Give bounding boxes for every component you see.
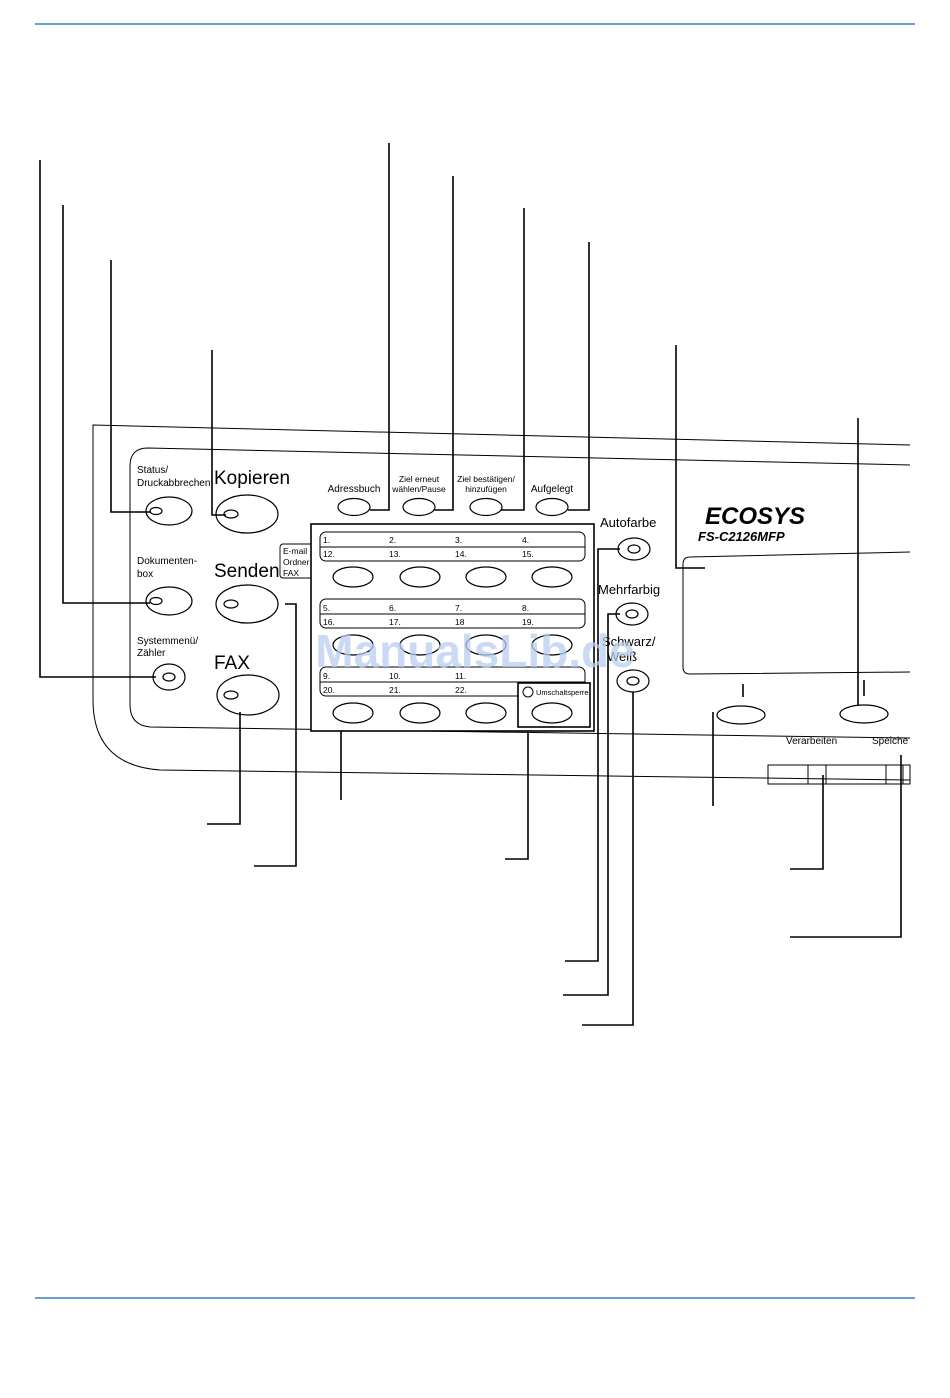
one-touch-label-5: 5. xyxy=(323,603,330,613)
one-touch-label-21: 21. xyxy=(389,685,401,695)
one-touch-label-15: 15. xyxy=(522,549,534,559)
one-touch-key-6[interactable] xyxy=(399,634,441,656)
one-touch-keypad: 1. 2. 3. 4. 12. 13. 14. 15. 5. 6. 7. 8. … xyxy=(310,523,595,732)
document-box-label-2: box xyxy=(137,569,153,580)
one-touch-label-2: 2. xyxy=(389,535,396,545)
one-touch-label-16: 16. xyxy=(323,617,335,627)
ecosys-logo: ECOSYS xyxy=(705,503,805,530)
one-touch-label-12: 12. xyxy=(323,549,335,559)
one-touch-key-4[interactable] xyxy=(531,566,573,588)
one-touch-label-9: 9. xyxy=(323,671,330,681)
watermark-text: ManualsLib.de xyxy=(315,625,634,677)
one-touch-label-7: 7. xyxy=(455,603,462,613)
one-touch-label-1: 1. xyxy=(323,535,330,545)
processing-label: Verarbeiten xyxy=(786,736,837,747)
redial-pause-key[interactable]: Ziel erneut wählen/Pause xyxy=(391,474,446,517)
fax-key[interactable]: FAX xyxy=(214,653,280,716)
panel-outline xyxy=(92,424,911,781)
one-touch-key-1[interactable] xyxy=(332,566,374,588)
one-touch-label-8: 8. xyxy=(522,603,529,613)
fax-label: FAX xyxy=(214,653,250,674)
auto-color-key[interactable]: Autofarbe xyxy=(600,515,656,561)
soft-key-left[interactable] xyxy=(716,705,766,725)
send-tag-email: E-mail xyxy=(283,546,307,556)
status-label-2: Druckabbrechen xyxy=(137,478,210,489)
one-touch-label-4: 4. xyxy=(522,535,529,545)
send-tag-folder: Ordner xyxy=(283,557,310,567)
one-touch-label-18: 18 xyxy=(455,617,465,627)
address-book-label: Adressbuch xyxy=(328,484,381,495)
address-book-key[interactable]: Adressbuch xyxy=(328,484,381,517)
redial-label-1: Ziel erneut xyxy=(399,474,440,484)
shift-lock-indicator-icon xyxy=(522,686,534,698)
one-touch-label-11: 11. xyxy=(455,671,466,681)
one-touch-key-7[interactable] xyxy=(465,634,507,656)
black-white-label-2: Weiß xyxy=(607,649,637,664)
status-key[interactable]: Status/ Druckabbrechen xyxy=(137,465,210,526)
on-hook-key[interactable]: Aufgelegt xyxy=(531,484,573,517)
one-touch-key-2[interactable] xyxy=(399,566,441,588)
system-menu-label-1: Systemmenü/ xyxy=(137,636,198,647)
one-touch-label-13: 13. xyxy=(389,549,401,559)
full-color-label: Mehrfarbig xyxy=(598,582,660,597)
confirm-label-2: hinzufügen xyxy=(465,484,507,494)
one-touch-label-3: 3. xyxy=(455,535,462,545)
document-box-label-1: Dokumenten- xyxy=(137,556,197,567)
one-touch-key-9[interactable] xyxy=(332,702,374,724)
send-key[interactable]: Senden E-mail Ordner FAX xyxy=(214,543,314,624)
system-menu-key[interactable]: Systemmenü/ Zähler xyxy=(137,636,198,691)
one-touch-key-10[interactable] xyxy=(399,702,441,724)
copy-label: Kopieren xyxy=(214,468,290,489)
system-menu-label-2: Zähler xyxy=(137,648,166,659)
indicator-strip xyxy=(767,764,911,785)
soft-key-right[interactable] xyxy=(839,704,889,724)
redial-label-2: wählen/Pause xyxy=(391,484,446,494)
status-label-1: Status/ xyxy=(137,465,168,476)
black-white-label-1: Schwarz/ xyxy=(602,634,656,649)
on-hook-label: Aufgelegt xyxy=(531,484,573,495)
black-white-key[interactable]: Schwarz/ Weiß xyxy=(602,634,656,693)
one-touch-label-19: 19. xyxy=(522,617,534,627)
callout-lines xyxy=(39,143,902,1026)
one-touch-label-10: 10. xyxy=(389,671,401,681)
shift-lock-label: Umschaltsperre xyxy=(536,688,589,697)
one-touch-label-22: 22. xyxy=(455,685,467,695)
send-label: Senden xyxy=(214,561,280,582)
document-box-key[interactable]: Dokumenten- box xyxy=(137,556,197,616)
one-touch-label-20: 20. xyxy=(323,685,335,695)
one-touch-key-3[interactable] xyxy=(465,566,507,588)
confirm-add-destination-key[interactable]: Ziel bestätigen/ hinzufügen xyxy=(457,474,515,517)
copy-key[interactable]: Kopieren xyxy=(214,468,290,534)
one-touch-key-11[interactable] xyxy=(465,702,507,724)
send-tag-fax: FAX xyxy=(283,568,299,578)
display-screen xyxy=(682,551,911,675)
model-name: FS-C2126MFP xyxy=(698,529,785,544)
panel-inner-outline xyxy=(129,447,911,739)
confirm-label-1: Ziel bestätigen/ xyxy=(457,474,515,484)
shift-lock-key[interactable] xyxy=(531,702,573,724)
one-touch-label-6: 6. xyxy=(389,603,396,613)
one-touch-label-14: 14. xyxy=(455,549,467,559)
one-touch-key-5[interactable] xyxy=(332,634,374,656)
memory-label: Speiche xyxy=(872,736,909,747)
auto-color-label: Autofarbe xyxy=(600,515,656,530)
one-touch-label-17: 17. xyxy=(389,617,401,627)
one-touch-key-8[interactable] xyxy=(531,634,573,656)
